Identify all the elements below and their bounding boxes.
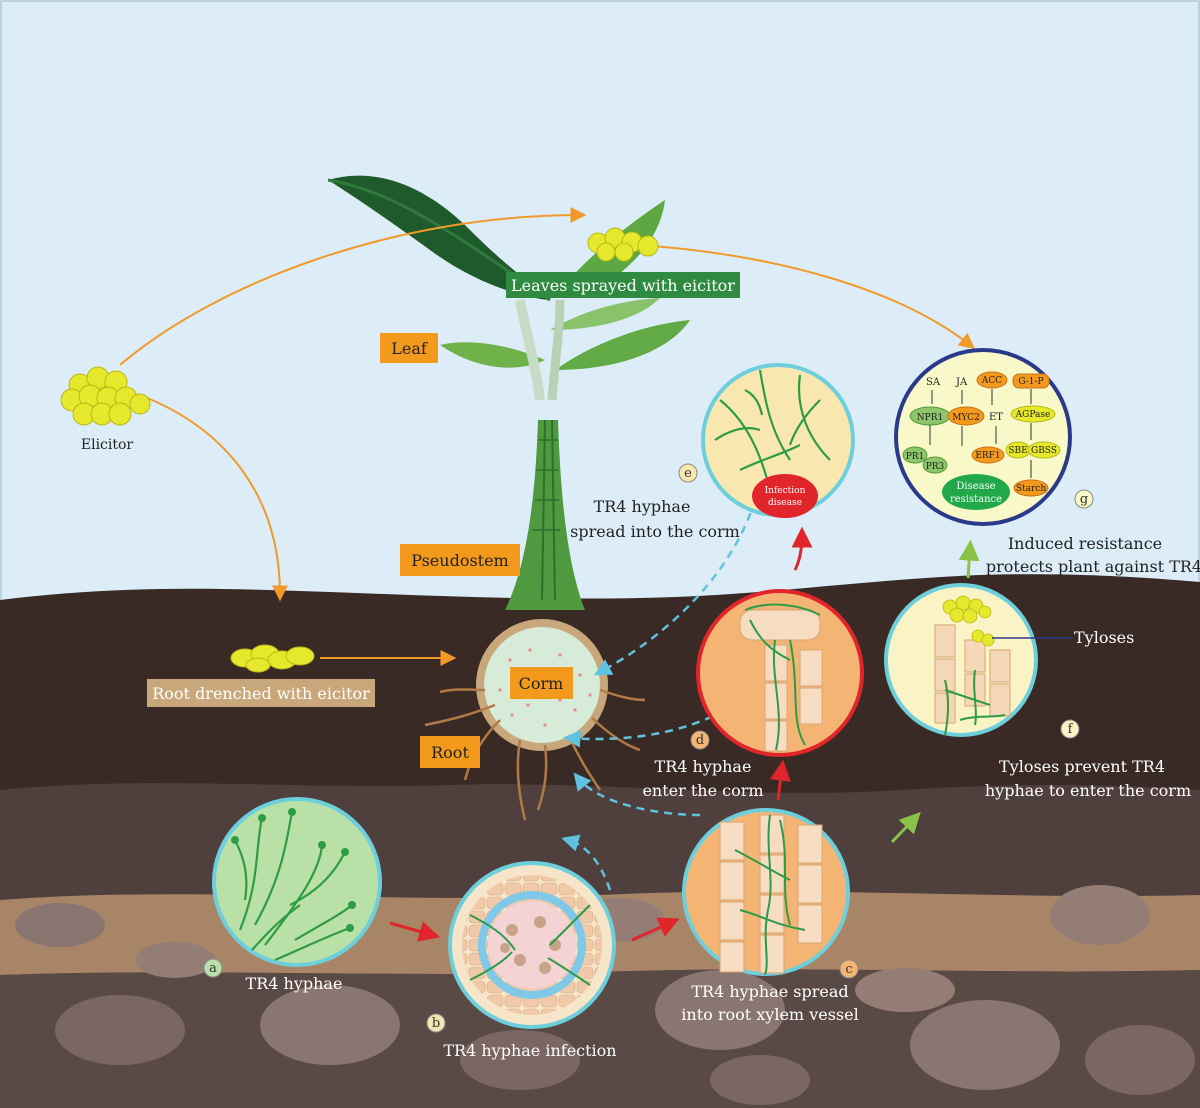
label-elicitor: Elicitor (81, 437, 134, 453)
label-corm: Corm (519, 674, 564, 693)
panel-c (682, 808, 850, 976)
pathway-agpase: AGPase (1015, 410, 1051, 420)
caption-g-2: protects plant against TR4 (986, 557, 1200, 576)
caption-d-1: TR4 hyphae (655, 757, 752, 776)
infection-label-2: disease (768, 498, 802, 508)
letter-c: c (845, 962, 852, 977)
arrow-elicitor-to-leaves (119, 207, 587, 366)
letter-a: a (209, 961, 217, 976)
leaf-mid-left (440, 342, 545, 368)
pathway-ja: JA (955, 377, 968, 388)
arrow-a-to-b (389, 921, 441, 942)
panel-letter-markers: a b c d e f g (203, 463, 1094, 1033)
pathway-sbe: SBE (1008, 446, 1027, 456)
arrow-d-to-e (791, 526, 813, 571)
arrow-leaves-to-panel-g (639, 244, 976, 349)
letter-b: b (432, 1016, 440, 1031)
label-pseudostem: Pseudostem (411, 551, 508, 570)
label-root-drenched: Root drenched with eicitor (152, 684, 370, 703)
arrow-d-to-corm (563, 708, 726, 748)
letter-d: d (696, 733, 704, 748)
letter-f: f (1068, 722, 1074, 737)
label-root: Root (431, 743, 469, 762)
arrow-b-to-c (631, 917, 680, 942)
caption-a: TR4 hyphae (246, 974, 343, 993)
caption-g-1: Induced resistance (1008, 534, 1162, 553)
panel-b (448, 861, 616, 1029)
panel-g: SA NPR1 PR1 PR3 JA ACC MYC2 ET ERF1 G-1-… (894, 348, 1072, 526)
leaf-mid-right (555, 320, 690, 370)
pathway-g1p: G-1-P (1018, 377, 1043, 387)
pathway-disease-2: resistance (950, 494, 1002, 505)
arrow-c-to-f (890, 811, 921, 844)
arrow-e-to-corm (593, 499, 757, 676)
pathway-gbss: GBSS (1031, 446, 1057, 456)
label-leaves-sprayed: Leaves sprayed with eicitor (511, 276, 735, 295)
caption-c-1: TR4 hyphae spread (691, 982, 848, 1001)
infection-label-1: Infection (765, 486, 806, 496)
elicitor-on-leaves (587, 227, 659, 262)
label-tyloses: Tyloses (1074, 628, 1134, 647)
pseudostem-shape (505, 420, 585, 610)
panel-e: Infection disease (701, 363, 855, 518)
arrow-c-to-d (770, 759, 791, 801)
banana-plant (327, 175, 690, 821)
caption-f-2: hyphae to enter the corm (985, 781, 1191, 800)
arrow-c-to-root (573, 772, 701, 817)
pathway-pr1: PR1 (906, 452, 925, 462)
pathway-sa: SA (926, 377, 941, 388)
arrow-b-to-root (561, 834, 612, 891)
pathway-erf1: ERF1 (975, 451, 1000, 461)
caption-e-1: TR4 hyphae (594, 497, 691, 516)
pathway-et: ET (989, 412, 1003, 423)
caption-b: TR4 hyphae infection (443, 1041, 616, 1060)
pathway-disease-1: Disease (956, 481, 995, 492)
pathway-myc2: MYC2 (952, 413, 980, 423)
elicitor-cluster (60, 366, 151, 426)
pathway-pr3: PR3 (926, 462, 945, 472)
pathway-acc: ACC (981, 376, 1002, 386)
panel-d (696, 589, 864, 757)
letter-e: e (684, 466, 692, 481)
arrows (119, 207, 980, 942)
leaf-mid-right2 (550, 298, 660, 330)
arrow-elicitor-to-root (139, 394, 288, 602)
pathway-starch: Starch (1016, 484, 1046, 494)
label-leaf: Leaf (391, 339, 428, 358)
panel-f (884, 583, 1072, 737)
pathway-npr1: NPR1 (917, 413, 943, 423)
caption-f-1: Tyloses prevent TR4 (999, 757, 1165, 776)
letter-g: g (1080, 492, 1088, 507)
leaf-large-dark (328, 175, 550, 300)
arrow-f-to-g (958, 539, 980, 579)
caption-c-2: into root xylem vessel (681, 1005, 858, 1024)
panel-a (212, 797, 382, 967)
soil-rocks (15, 885, 1195, 1105)
elicitor-at-root (230, 644, 315, 673)
caption-e-2: spread into the corm (570, 522, 740, 541)
caption-d-2: enter the corm (642, 781, 763, 800)
